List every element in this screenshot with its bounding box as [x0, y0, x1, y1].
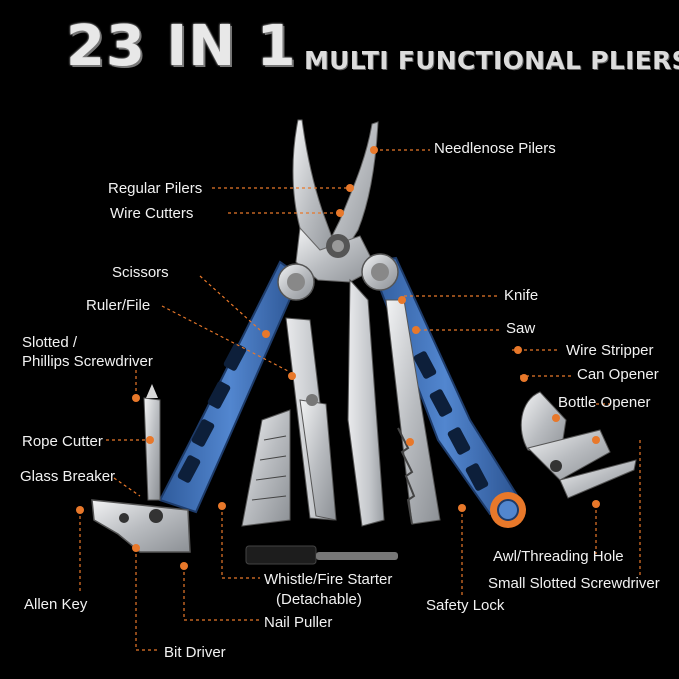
- label-bottle-opener: Bottle Opener: [558, 394, 651, 411]
- right-handle: [361, 253, 526, 528]
- ruler-and-scissors: [241, 317, 337, 527]
- headline-count: 23 IN 1: [66, 14, 297, 79]
- whistle-fire-starter: [245, 545, 398, 565]
- label-slotted-line2: Phillips Screwdriver: [22, 353, 153, 370]
- left-handle: [158, 260, 315, 514]
- pliers-jaws: [292, 119, 379, 283]
- label-ruler-file: Ruler/File: [86, 297, 151, 314]
- right-tool-cluster: [520, 391, 637, 499]
- label-small-slotted-screwdriver: Small Slotted Screwdriver: [488, 575, 660, 592]
- label-whistle-line2: (Detachable): [276, 591, 362, 608]
- label-wire-cutters: Wire Cutters: [110, 205, 194, 222]
- label-rope-cutter: Rope Cutter: [22, 433, 103, 450]
- label-nail-puller: Nail Puller: [264, 614, 333, 631]
- label-safety-lock: Safety Lock: [426, 597, 505, 614]
- label-whistle-line1: Whistle/Fire Starter: [264, 571, 393, 588]
- label-regular-pliers: Regular Pilers: [108, 180, 203, 197]
- label-can-opener: Can Opener: [577, 366, 659, 383]
- label-knife: Knife: [504, 287, 539, 304]
- label-awl-threading-hole: Awl/Threading Hole: [493, 548, 624, 565]
- callout-leaders: [79, 149, 641, 651]
- label-scissors: Scissors: [112, 264, 169, 281]
- callout-dots: [76, 146, 600, 570]
- label-glass-breaker: Glass Breaker: [20, 468, 116, 485]
- label-slotted-line1: Slotted /: [22, 334, 78, 351]
- label-bit-driver: Bit Driver: [164, 644, 226, 661]
- label-allen-key: Allen Key: [24, 596, 88, 613]
- headline-subtitle: MULTI FUNCTIONAL PLIERS: [304, 46, 679, 75]
- left-tool-cluster: [91, 384, 191, 553]
- label-wire-stripper: Wire Stripper: [566, 342, 654, 359]
- knife-and-saw: [347, 278, 441, 527]
- label-needlenose-pliers: Needlenose Pilers: [434, 140, 556, 157]
- label-saw: Saw: [506, 320, 536, 337]
